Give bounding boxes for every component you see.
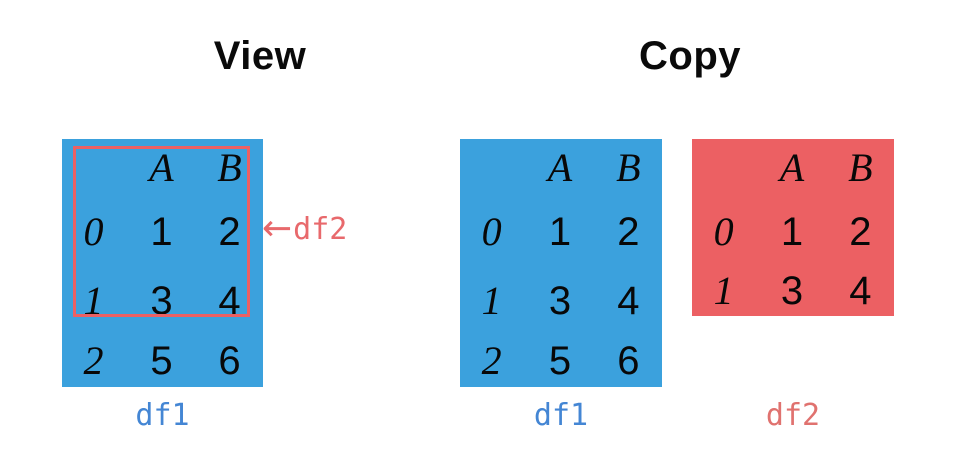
row-index-1: 1 — [481, 277, 502, 323]
corner-cell — [460, 139, 527, 197]
cell-value: 1 — [548, 209, 572, 254]
row-index-0: 0 — [481, 208, 502, 254]
cell-value: 3 — [150, 278, 173, 323]
cell-value: 3 — [548, 278, 572, 323]
corner-cell — [692, 139, 759, 197]
column-header-a: A — [779, 145, 805, 190]
left-arrow-icon: ← — [262, 208, 293, 249]
column-header-a: A — [149, 145, 174, 190]
row-index-0: 0 — [83, 208, 104, 254]
caption-df1-view: df1 — [135, 398, 190, 433]
cell-value: 1 — [780, 209, 804, 254]
dataframe-grid: A B 0 1 2 1 3 4 2 5 6 — [62, 139, 263, 387]
caption-df1-copy: df1 — [533, 398, 589, 433]
cell-value: 6 — [218, 339, 241, 383]
cell-value: 1 — [150, 209, 173, 254]
row-index-1: 1 — [83, 277, 104, 323]
row-index-2: 2 — [83, 338, 104, 383]
caption-df2-copy: df2 — [765, 398, 821, 433]
cell-value: 2 — [849, 209, 872, 254]
dataframe-block-df1-copy: A B 0 1 2 1 3 4 2 5 6 — [460, 139, 662, 387]
cell-value: 2 — [218, 209, 241, 254]
column-header-b: B — [217, 145, 242, 190]
column-header-b: B — [616, 145, 641, 190]
row-index-2: 2 — [481, 338, 502, 383]
callout-df2: ← df2 — [262, 208, 348, 249]
cell-value: 3 — [780, 269, 804, 313]
cell-value: 2 — [617, 209, 640, 254]
dataframe-block-df2-copy: A B 0 1 2 1 3 4 — [692, 139, 894, 316]
column-header-a: A — [547, 145, 573, 190]
callout-label: df2 — [293, 212, 348, 247]
cell-value: 4 — [617, 278, 640, 323]
cell-value: 4 — [218, 278, 241, 323]
section-title-copy: Copy — [639, 34, 741, 78]
cell-value: 5 — [548, 339, 572, 383]
row-index-1: 1 — [713, 268, 734, 313]
section-title-view: View — [213, 34, 307, 78]
dataframe-grid: A B 0 1 2 1 3 4 2 5 6 — [460, 139, 662, 387]
cell-value: 5 — [150, 339, 173, 383]
column-header-b: B — [848, 145, 873, 190]
row-index-0: 0 — [713, 208, 734, 254]
dataframe-grid: A B 0 1 2 1 3 4 — [692, 139, 894, 316]
cell-value: 6 — [617, 339, 640, 383]
corner-cell — [62, 139, 129, 197]
cell-value: 4 — [849, 269, 872, 313]
dataframe-block-df1-view: A B 0 1 2 1 3 4 2 5 6 — [62, 139, 263, 387]
